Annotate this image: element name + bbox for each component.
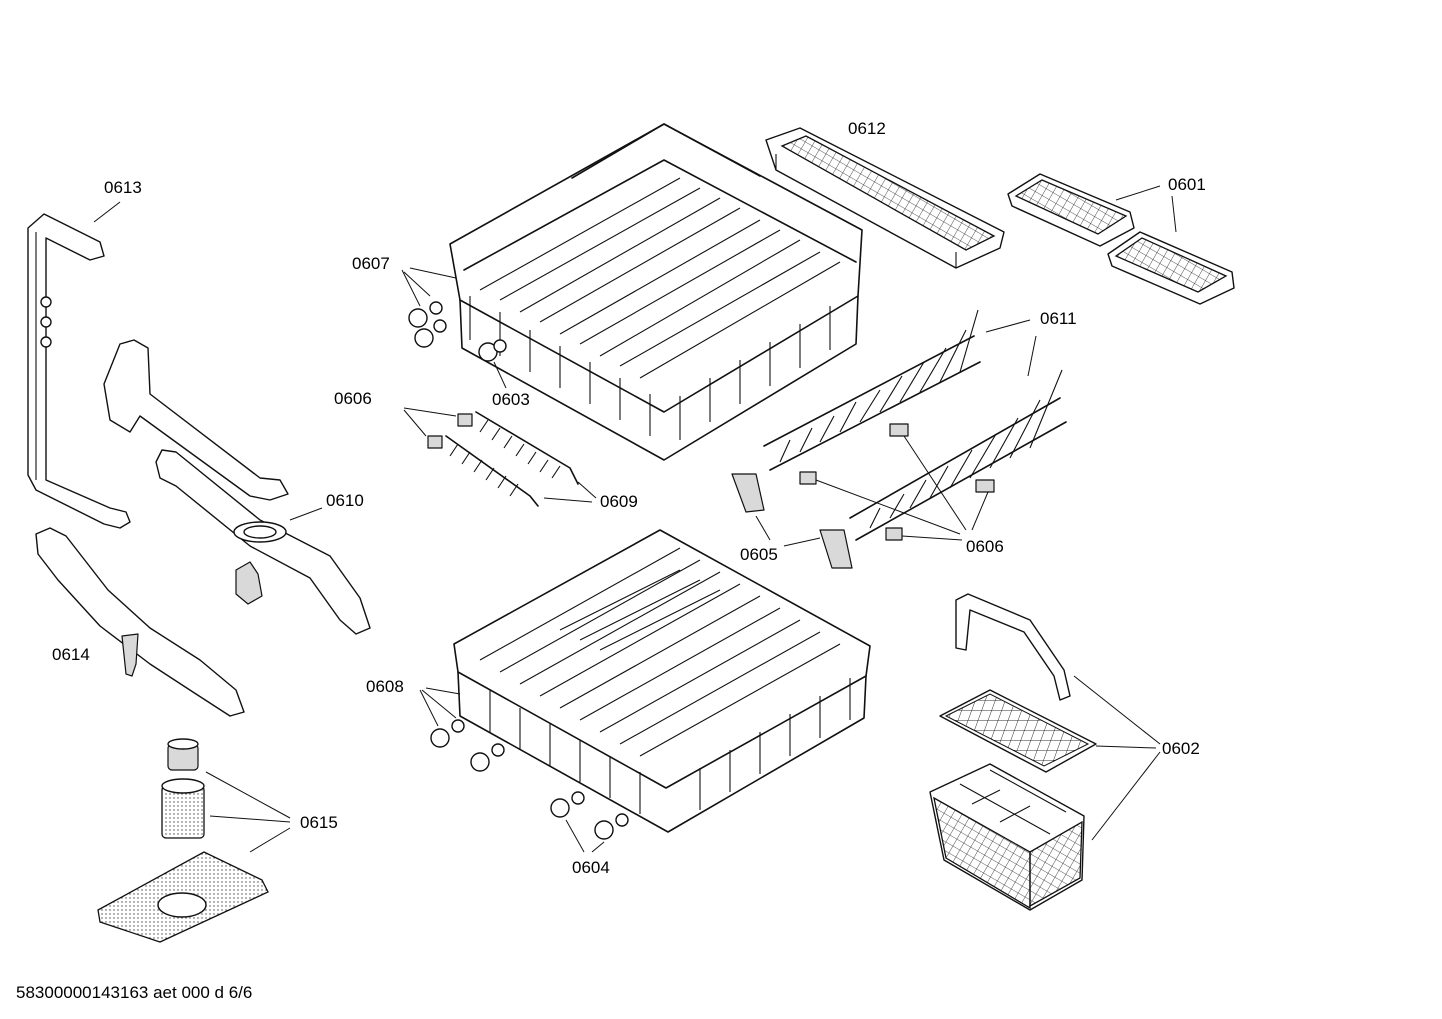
callout-0608: 0608 — [366, 677, 404, 696]
upper-basket-wheels — [408, 301, 507, 362]
filter-set — [97, 738, 269, 943]
callout-0609: 0609 — [600, 492, 638, 511]
callout-0604: 0604 — [572, 858, 610, 877]
upper-dish-basket — [449, 123, 863, 461]
callout-0610: 0610 — [326, 491, 364, 510]
small-prong-rails — [445, 411, 579, 507]
callout-0612: 0612 — [848, 119, 886, 138]
callout-0606-left: 0606 — [334, 389, 372, 408]
spray-supply-pipe — [27, 213, 131, 529]
document-id: 58300000143163 aet 000 d 6/6 — [16, 983, 252, 1002]
callout-0611: 0611 — [1040, 309, 1077, 328]
callout-0601: 0601 — [1168, 175, 1206, 194]
rail-holders — [731, 473, 853, 569]
callout-0607: 0607 — [352, 254, 390, 273]
folding-rack-pair — [1007, 173, 1235, 305]
lower-spray-arm — [35, 527, 245, 717]
callout-0603: 0603 — [492, 390, 530, 409]
callout-0615: 0615 — [300, 813, 338, 832]
clips-right — [799, 423, 995, 541]
cutlery-basket-set — [929, 593, 1097, 911]
callout-0613: 0613 — [104, 178, 142, 197]
lower-dish-basket — [453, 529, 871, 833]
prong-rows — [763, 309, 1067, 541]
callout-0602: 0602 — [1162, 739, 1200, 758]
lower-basket-wheels — [430, 719, 629, 840]
callout-0614: 0614 — [52, 645, 90, 664]
upper-spray-arm-assembly — [103, 339, 371, 635]
callout-0606-right: 0606 — [966, 537, 1004, 556]
callout-0605: 0605 — [740, 545, 778, 564]
cup-shelf-tray — [765, 127, 1005, 269]
clips-left — [427, 413, 473, 449]
